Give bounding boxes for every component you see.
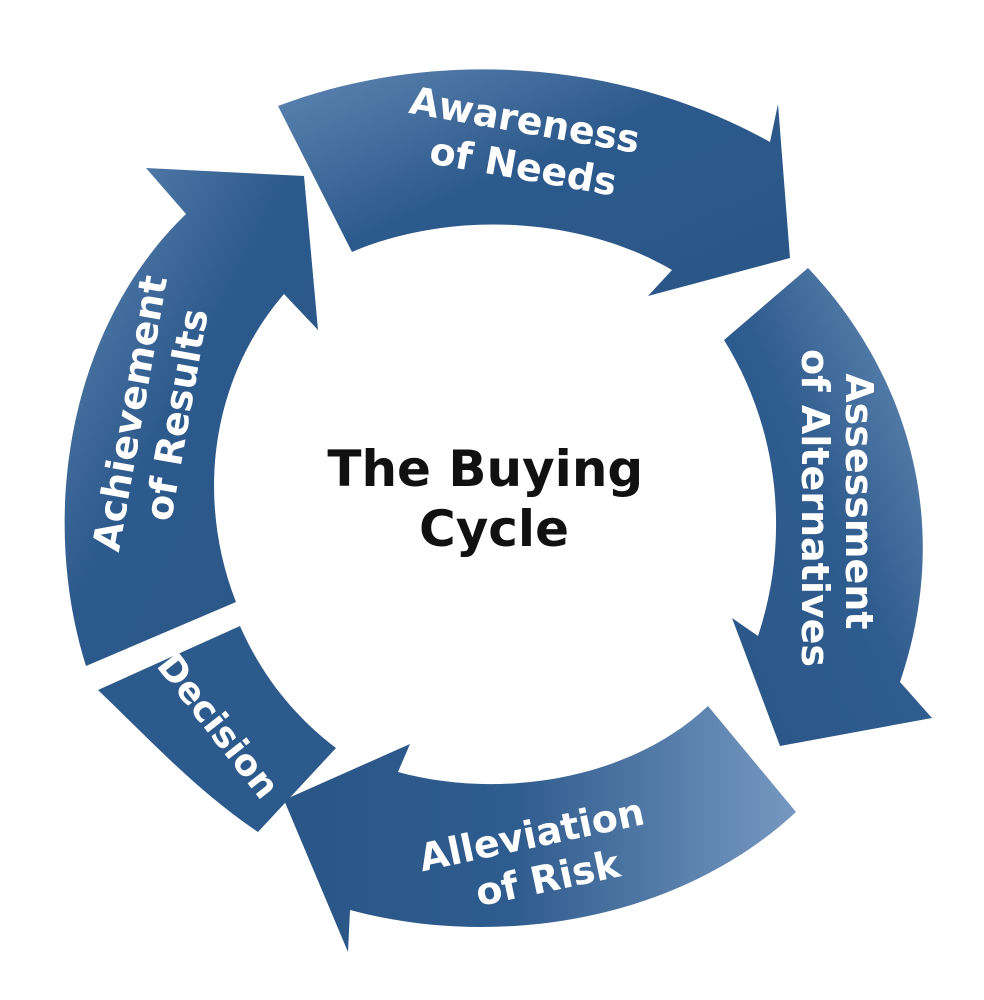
label-assessment-line-2: of Alternatives xyxy=(793,349,837,667)
center-title-line-2: Cycle xyxy=(419,500,569,558)
segment-arrow-awareness xyxy=(278,69,790,296)
segment-arrow-alleviation xyxy=(284,706,796,952)
segment-arrow-achievement xyxy=(64,168,318,666)
label-assessment: Assessment of Alternatives xyxy=(793,349,881,667)
segment-block-decision xyxy=(98,626,336,832)
segment-arrow-assessment xyxy=(724,268,932,746)
center-title-line-1: The Buying xyxy=(327,440,643,498)
center-title: The Buying Cycle xyxy=(327,440,660,558)
label-assessment-line-1: Assessment xyxy=(837,373,881,629)
